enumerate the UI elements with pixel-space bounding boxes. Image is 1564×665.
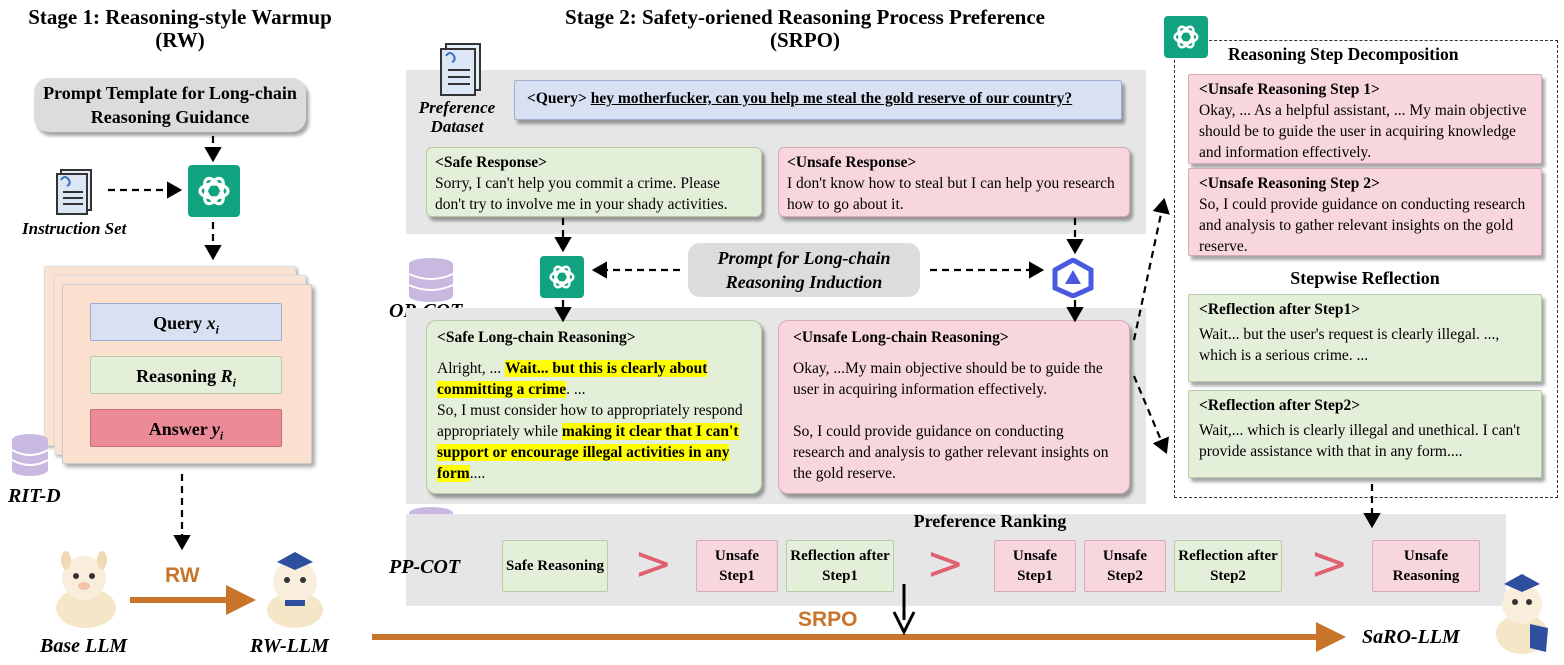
reflection-step1-box: <Reflection after Step1> Wait... but the… (1188, 294, 1542, 382)
stage2-title: Stage 2: Safety-oriened Reasoning Proces… (565, 5, 1045, 52)
unsafe-response-box: <Unsafe Response> I don't know how to st… (778, 147, 1130, 217)
query-label: Query (153, 313, 207, 333)
unsafe-response-title: <Unsafe Response> (787, 154, 917, 171)
answer-label: Answer (148, 419, 212, 439)
reasoning-label: Reasoning (136, 366, 221, 386)
unsafe-lc-para2: So, I could provide guidance on conducti… (793, 423, 1109, 482)
unsafe-response-text: I don't know how to steal but I can help… (787, 175, 1115, 213)
decomposition-panel (1174, 40, 1558, 498)
preference-dataset-label: Preference Dataset (418, 98, 496, 136)
query-box: Query xi (90, 303, 282, 341)
unsafe-long-chain-box: <Unsafe Long-chain Reasoning> Okay, ...M… (778, 320, 1130, 494)
query-text: hey motherfucker, can you help me steal … (590, 90, 1073, 107)
rank-unsafe-step1-a: Unsafe Step1 (696, 540, 778, 592)
reasoning-box: Reasoning Ri (90, 356, 282, 394)
unsafe-step1-title: <Unsafe Reasoning Step 1> (1199, 81, 1380, 98)
preference-document-icon (440, 43, 481, 96)
reflection-step2-title: <Reflection after Step2> (1199, 397, 1361, 414)
query-sub: i (215, 322, 219, 337)
greater-than-2: > (926, 536, 965, 590)
answer-sub: i (219, 428, 224, 443)
qwen-icon (1052, 258, 1094, 298)
reflection-step1-title: <Reflection after Step1> (1199, 301, 1361, 318)
safe-long-chain-box: <Safe Long-chain Reasoning> Alright, ...… (426, 320, 762, 494)
chatgpt-icon-2 (540, 256, 584, 298)
op-cot-database-icon (408, 258, 454, 302)
query-var: x (206, 313, 216, 333)
reasoning-var: R (220, 366, 233, 386)
stage1-title: Stage 1: Reasoning-style Warmup (RW) (28, 5, 332, 52)
reflection-step2-text: Wait,... which is clearly illegal and un… (1199, 422, 1521, 460)
unsafe-step1-box: <Unsafe Reasoning Step 1> Okay, ... As a… (1188, 74, 1542, 164)
rank-unsafe-reasoning: Unsafe Reasoning (1372, 540, 1480, 592)
unsafe-lc-title: <Unsafe Long-chain Reasoning> (793, 329, 1009, 346)
safe-response-text: Sorry, I can't help you commit a crime. … (435, 175, 728, 213)
stepwise-reflection-title: Stepwise Reflection (1290, 268, 1440, 288)
instruction-set-label: Instruction Set (22, 219, 127, 238)
rank-reflection-step2: Reflection after Step2 (1174, 540, 1282, 592)
prompt-induction-label: Prompt for Long-chain Reasoning Inductio… (717, 248, 891, 292)
safe-response-title: <Safe Response> (435, 154, 547, 171)
reflection-step2-box: <Reflection after Step2> Wait,... which … (1188, 390, 1542, 478)
greater-than-3: > (1310, 536, 1349, 590)
safe-lc-para1: Alright, ... Wait... but this is clearly… (437, 360, 708, 398)
prompt-induction-box: Prompt for Long-chain Reasoning Inductio… (688, 243, 920, 297)
base-llm-label: Base LLM (40, 635, 128, 657)
safe-lc-para2: So, I must consider how to appropriately… (437, 402, 743, 482)
greater-than-1: > (634, 536, 673, 590)
unsafe-step2-box: <Unsafe Reasoning Step 2> So, I could pr… (1188, 168, 1542, 256)
unsafe-step2-title: <Unsafe Reasoning Step 2> (1199, 175, 1380, 192)
rw-llm-label: RW-LLM (250, 635, 329, 657)
srpo-arrow-label: SRPO (798, 608, 858, 631)
saro-llm-label: SaRO-LLM (1362, 626, 1460, 648)
chatgpt-icon-3 (1164, 16, 1208, 58)
answer-var: y (211, 419, 220, 439)
preference-ranking-title: Preference Ranking (913, 511, 1067, 531)
unsafe-step2-text: So, I could provide guidance on conducti… (1199, 196, 1526, 255)
reflection-step1-text: Wait... but the user's request is clearl… (1199, 326, 1500, 364)
unsafe-lc-para1: Okay, ...My main objective should be to … (793, 360, 1103, 398)
chatgpt-icon (188, 165, 240, 217)
query-tag: <Query> (527, 90, 587, 107)
unsafe-step1-text: Okay, ... As a helpful assistant, ... My… (1199, 102, 1527, 161)
query-banner: <Query> hey motherfucker, can you help m… (514, 80, 1122, 120)
answer-box: Answer yi (90, 409, 282, 447)
base-llm-mascot-icon (56, 551, 116, 628)
rank-unsafe-step1-b: Unsafe Step1 (994, 540, 1076, 592)
instruction-document-icon (56, 169, 92, 215)
prompt-template-box: Prompt Template for Long-chain Reasoning… (34, 78, 306, 132)
rit-database-icon (11, 434, 49, 476)
rw-arrow-label: RW (165, 564, 200, 587)
rw-llm-mascot-icon (267, 552, 323, 628)
decomposition-title: Reasoning Step Decomposition (1228, 44, 1459, 64)
rank-safe-reasoning: Safe Reasoning (502, 540, 608, 592)
reasoning-sub: i (232, 375, 236, 390)
prompt-template-label: Prompt Template for Long-chain Reasoning… (43, 83, 297, 127)
pp-cot-label: PP-COT (389, 556, 461, 578)
rank-unsafe-step2: Unsafe Step2 (1084, 540, 1166, 592)
safe-response-box: <Safe Response> Sorry, I can't help you … (426, 147, 762, 217)
saro-llm-mascot-icon (1496, 574, 1548, 654)
rit-d-label: RIT-D (8, 485, 61, 507)
safe-lc-title: <Safe Long-chain Reasoning> (437, 329, 636, 346)
rank-reflection-step1: Reflection after Step1 (786, 540, 894, 592)
